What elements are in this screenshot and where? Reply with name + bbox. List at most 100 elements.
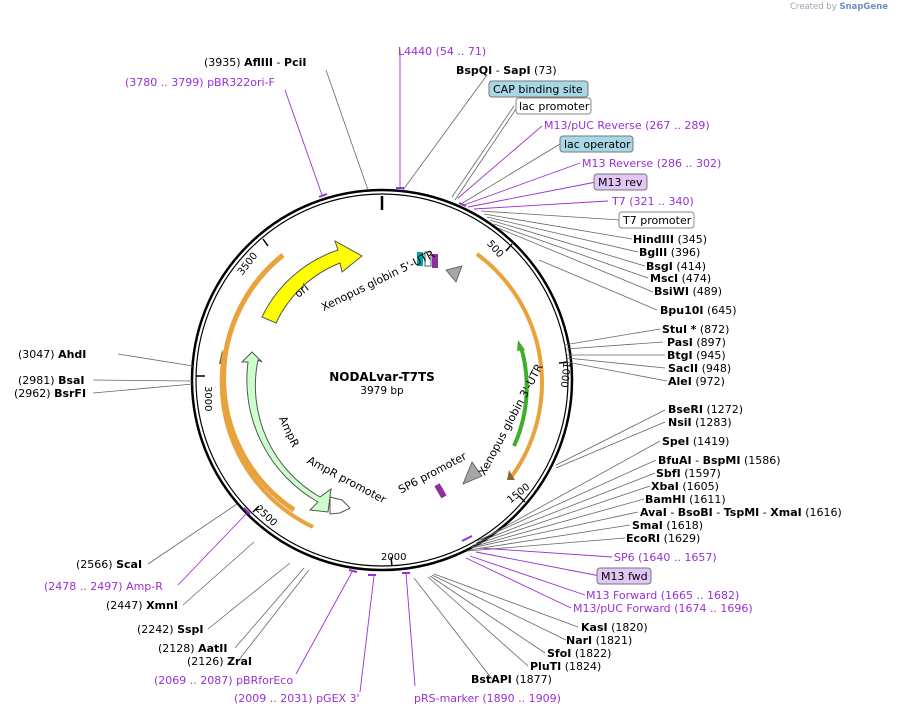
position: (2981) [18,374,55,387]
position: (872) [700,323,730,336]
annotation-label: SacII (948) [668,362,731,375]
enzyme-name: BamHI [645,493,686,506]
enzyme-name: MscI [650,272,678,285]
annotation-label: PluTI (1824) [530,660,601,673]
enzyme-name: BsoBI [678,506,713,519]
feature-line [359,575,375,693]
enzyme-name: BspQI [456,64,492,77]
enzyme-name: XbaI [651,480,679,493]
position: (1820) [611,621,648,634]
feature-line [177,511,249,586]
enzyme-name: StuI [662,323,687,336]
feature-range: (286 .. 302) [657,157,722,170]
tick-mark-1500 [518,495,526,503]
annotation-label: NarI (1821) [566,634,632,647]
enzyme-name: HindIII [633,233,674,246]
annotation-label: L4440 (54 .. 71) [398,45,486,58]
leader-line [234,567,305,649]
feature-name: Amp-R [126,580,163,593]
feature-box-label: M13 rev [598,176,643,189]
sp6-tick [461,535,473,542]
tick-label-3000: 3000 [202,386,213,411]
tick-label-1000: 1000 [558,362,572,388]
position: (2962) [14,387,51,400]
utr3-label: Xenopus globin 3'-UTR [476,361,546,477]
feature-box [593,173,648,191]
enzyme-name: AhdI [58,348,86,361]
pbr322ori-tick [318,193,328,198]
feature-name: pBR322ori-F [207,76,275,89]
annotation-label: BfuAI - BspMI (1586) [658,454,781,467]
feature-box [515,97,592,115]
separator: - [716,506,720,519]
backbone-outer-ring [190,188,574,572]
position: (2566) [76,558,113,571]
annotation-label: (2128) AatII [158,642,227,655]
enzyme-name: NsiI [668,416,692,429]
orange-arc-left-outer [221,253,296,513]
annotation-label: (2126) ZraI [187,655,252,668]
feature-line [295,571,353,675]
enzyme-name: XmnI [146,599,178,612]
feature-name: L4440 [398,45,432,58]
snapgene-credit: Created by SnapGene [790,2,888,12]
feature-name: M13 Forward [586,589,657,602]
annotation-label: KasI (1820) [581,621,648,634]
lac-promoter-bar [424,251,432,267]
position: (897) [696,336,726,349]
enzyme-name: KasI [581,621,608,634]
annotation-label: M13 Reverse (286 .. 302) [582,157,721,170]
leader-line [454,105,519,201]
leader-line [92,379,193,382]
leader-line [563,328,661,346]
annotation-label: (2478 .. 2497) Amp-R [44,580,163,593]
annotation-label: (2447) XmnI [106,599,178,612]
leader-line [429,575,546,654]
plasmid-name: NODALvar-T7TS [329,370,435,384]
feature-box [596,567,652,585]
enzyme-name: SapI [503,64,530,77]
enzyme-name: ScaI [116,558,142,571]
tick-mark-500 [505,243,513,252]
feature-name: M13/pUC Reverse [544,119,642,132]
enzyme-name: BtgI [667,349,693,362]
m13-fwd-bar [434,483,447,499]
annotation-label: SP6 (1640 .. 1657) [614,551,717,564]
separator: - [496,64,500,77]
position: (2126) [187,655,224,668]
position: (1822) [575,647,612,660]
feature-name: T7 [611,195,626,208]
feature-box-label: lac operator [564,138,631,151]
feature-ticks [243,187,473,576]
leader-line [497,227,654,293]
inner-features: ori AmpR AmpR promoter Xenopus globin 5'… [219,239,546,529]
annotation-label: AleI (972) [668,375,725,388]
utr3-arrowhead [517,340,525,351]
leader-line [566,361,668,382]
leader-line [489,219,646,267]
position: (1629) [664,532,701,545]
annotation-label: T7 (321 .. 340) [611,195,694,208]
annotation-label: (2069 .. 2087) pBRforEco [154,674,293,687]
enzyme-name: AleI [668,375,692,388]
ori-arrow [261,239,363,324]
position: (1272) [706,403,743,416]
position: (1877) [515,673,552,686]
annotation-label: XbaI (1605) [651,480,719,493]
enzyme-name: TspMI [724,506,760,519]
leader-line [92,383,194,394]
enzyme-name: SacII [668,362,698,375]
enzyme-name: AatII [198,642,227,655]
feature-range: (1674 .. 1696) [674,602,753,615]
utr3-arc [512,346,529,447]
position: (1616) [805,506,842,519]
position: (2447) [106,599,143,612]
position: (396) [671,246,701,259]
plasmid-size: 3979 bp [360,385,404,397]
annotation-label: MscI (474) [650,272,711,285]
enzyme-name: SspI [177,623,203,636]
position: (1586) [744,454,781,467]
position: (2242) [137,623,174,636]
leader-line [480,210,621,221]
position: (2128) [158,642,195,655]
